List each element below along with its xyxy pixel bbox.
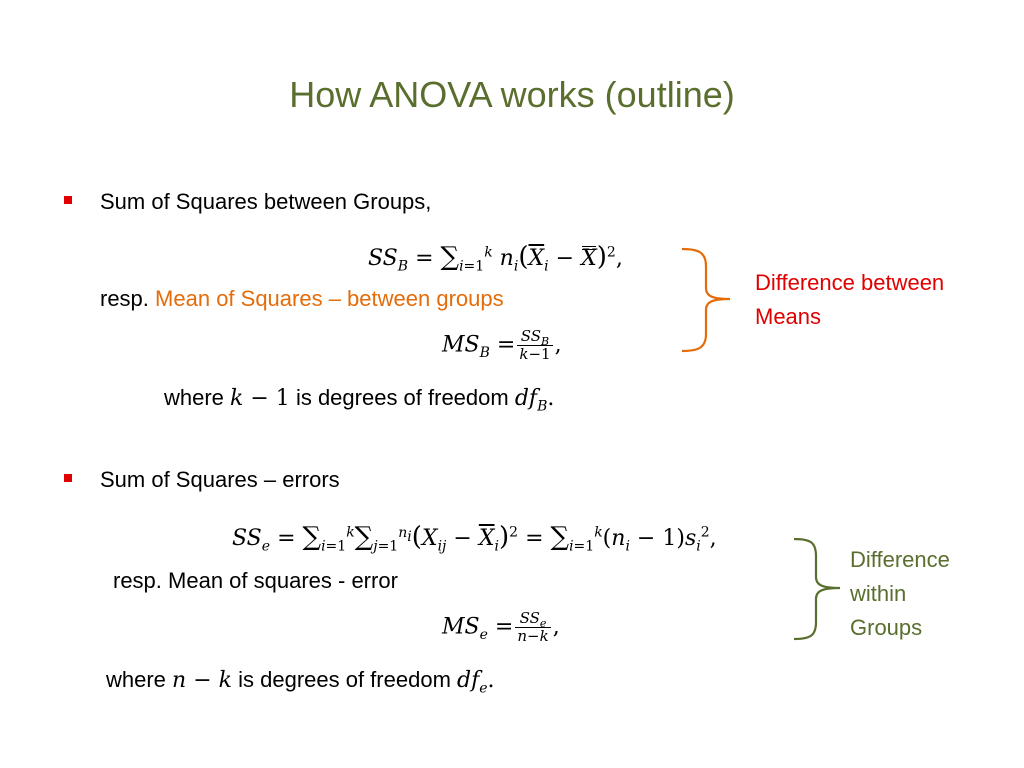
annotation2-line2: within	[850, 581, 907, 606]
bullet-marker-1	[64, 196, 72, 204]
df-b-symbol: dfB.	[514, 386, 555, 415]
annotation1-line1: Difference between	[755, 270, 945, 295]
df-e-symbol: dfe.	[457, 668, 495, 697]
bullet-marker-2	[64, 474, 72, 482]
annotation-difference-within-groups: Difference within Groups	[850, 543, 950, 645]
resp-prefix: resp.	[100, 286, 149, 311]
formula-ssb: SSB = ∑i=1k ni(Xi − X)2,	[368, 242, 623, 275]
df-e-expr: n − k	[172, 668, 232, 693]
slide-title: How ANOVA works (outline)	[289, 74, 735, 115]
resp-highlight: Mean of Squares – between groups	[155, 286, 504, 311]
annotation-difference-between-means: Difference between Means	[755, 266, 944, 334]
section2-where: where n − k is degrees of freedom dfe.	[106, 667, 495, 697]
df-b-expr: k − 1	[230, 386, 290, 411]
formula-sse: SSe = ∑i=1k∑j=1ni(Xij − Xi)2 = ∑i=1k(ni …	[232, 522, 717, 555]
section1-heading: Sum of Squares between Groups,	[100, 189, 432, 214]
where-middle-1: is degrees of freedom	[295, 385, 509, 410]
section2-resp: resp. Mean of squares - error	[113, 568, 398, 593]
annotation1-line2: Means	[755, 304, 822, 329]
section1-where: where k − 1 is degrees of freedom dfB.	[164, 385, 555, 415]
where-middle-2: is degrees of freedom	[238, 667, 451, 692]
section1-resp: resp. Mean of Squares – between groups	[100, 286, 504, 312]
annotation2-line3: Groups	[850, 615, 923, 640]
annotation2-line1: Difference	[850, 547, 950, 572]
where-prefix-1: where	[164, 385, 224, 410]
curly-brace-2	[793, 537, 841, 641]
section2-heading: Sum of Squares – errors	[100, 467, 340, 492]
where-prefix-2: where	[106, 667, 166, 692]
curly-brace-1	[681, 247, 731, 353]
